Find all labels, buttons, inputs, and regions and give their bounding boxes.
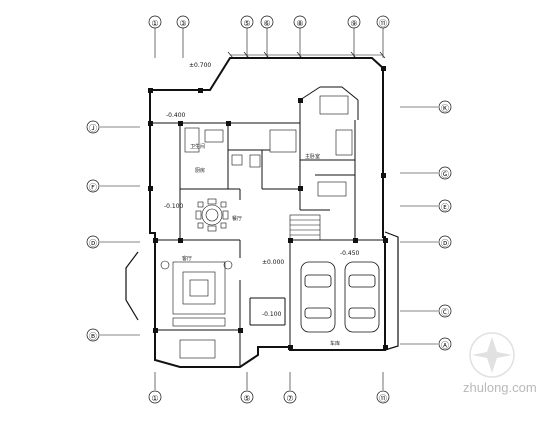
axis-label-bottom-11: ⑪ [379, 394, 387, 403]
dining-table [195, 198, 229, 232]
columns [148, 66, 388, 350]
level-marker-f-axis: -0.100 [164, 203, 184, 210]
room-label-kitchen: 厨房 [195, 167, 205, 174]
axis-label-top-6: ⑥ [263, 19, 270, 28]
room-label-bathroom: 卫生间 [190, 143, 205, 150]
axis-label-bottom-5: ⑤ [243, 394, 250, 403]
bath-fixtures [184, 95, 353, 197]
axis-label-left-d: Ⓓ [89, 239, 97, 248]
axis-label-top-11: ⑪ [379, 19, 387, 28]
axis-label-right-e: Ⓔ [441, 203, 449, 212]
level-marker-j-axis: -0.400 [166, 112, 186, 119]
living-furniture [160, 260, 233, 359]
axis-label-top-1: ① [151, 19, 158, 28]
axis-label-right-c: Ⓒ [441, 308, 449, 317]
axis-label-top-3: ③ [179, 19, 186, 28]
level-marker-entry: -0.100 [262, 311, 282, 318]
garage-cars [300, 261, 380, 333]
axis-label-left-j: Ⓙ [89, 124, 97, 133]
room-label-dining-room: 餐厅 [232, 215, 242, 222]
level-marker-garage: -0.450 [340, 250, 360, 257]
axis-label-top-5: ⑤ [243, 19, 250, 28]
room-label-living-room: 客厅 [182, 255, 192, 262]
room-label-master-bedroom: 主卧室 [305, 153, 320, 160]
interior-walls [150, 86, 385, 367]
level-marker-top-balcony: ±0.700 [189, 62, 211, 69]
axis-label-right-k: Ⓚ [441, 104, 449, 113]
axis-label-bottom-1: ① [151, 394, 158, 403]
axis-label-top-9: ⑨ [350, 19, 357, 28]
axis-label-right-d: Ⓓ [441, 239, 449, 248]
axis-label-top-8: ⑧ [296, 19, 303, 28]
axis-label-right-g: Ⓖ [441, 170, 449, 179]
axis-label-right-a: Ⓐ [441, 341, 449, 350]
exterior-walls [125, 57, 399, 368]
watermark-logo [469, 332, 515, 378]
room-label-garage: 车库 [330, 340, 340, 347]
watermark-text: zhulong.com [463, 380, 537, 395]
stair [289, 214, 321, 241]
axis-label-left-b: Ⓑ [89, 332, 97, 341]
axis-label-left-f: Ⓕ [89, 183, 97, 192]
level-marker-hall: ±0.000 [262, 259, 284, 266]
axis-label-bottom-7: ⑦ [286, 394, 293, 403]
